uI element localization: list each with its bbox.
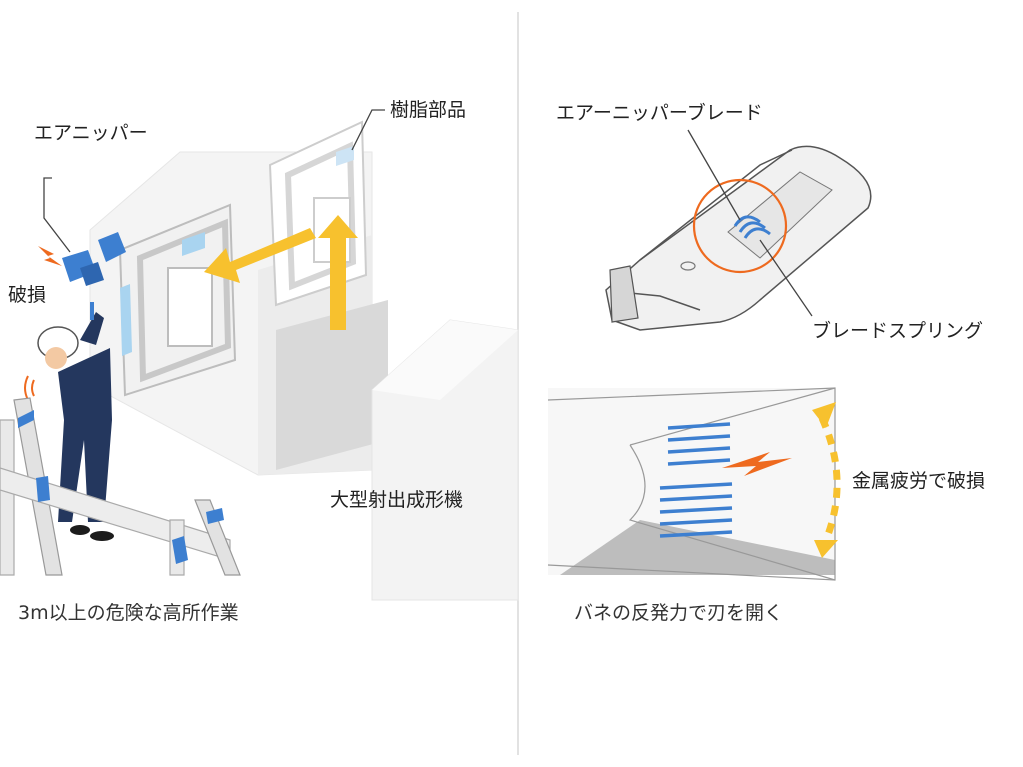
blade-label: エアーニッパーブレード — [556, 104, 763, 123]
resin-part-label: 樹脂部品 — [390, 101, 466, 120]
damage-label: 破損 — [8, 286, 46, 305]
spring-label: ブレードスプリング — [812, 322, 983, 341]
nipper-blade-illustration — [606, 146, 871, 330]
damage-spark-icon — [38, 246, 62, 266]
right-caption: バネの反発力で刃を開く — [574, 604, 783, 623]
air-nipper-leader-line — [44, 178, 70, 252]
machine-label: 大型射出成形機 — [330, 491, 463, 510]
left-caption: 3m以上の危険な高所作業 — [18, 604, 239, 623]
spring-closeup — [548, 388, 835, 580]
fatigue-label: 金属疲労で破損 — [852, 472, 985, 491]
air-nipper-label: エアニッパー — [34, 124, 148, 143]
